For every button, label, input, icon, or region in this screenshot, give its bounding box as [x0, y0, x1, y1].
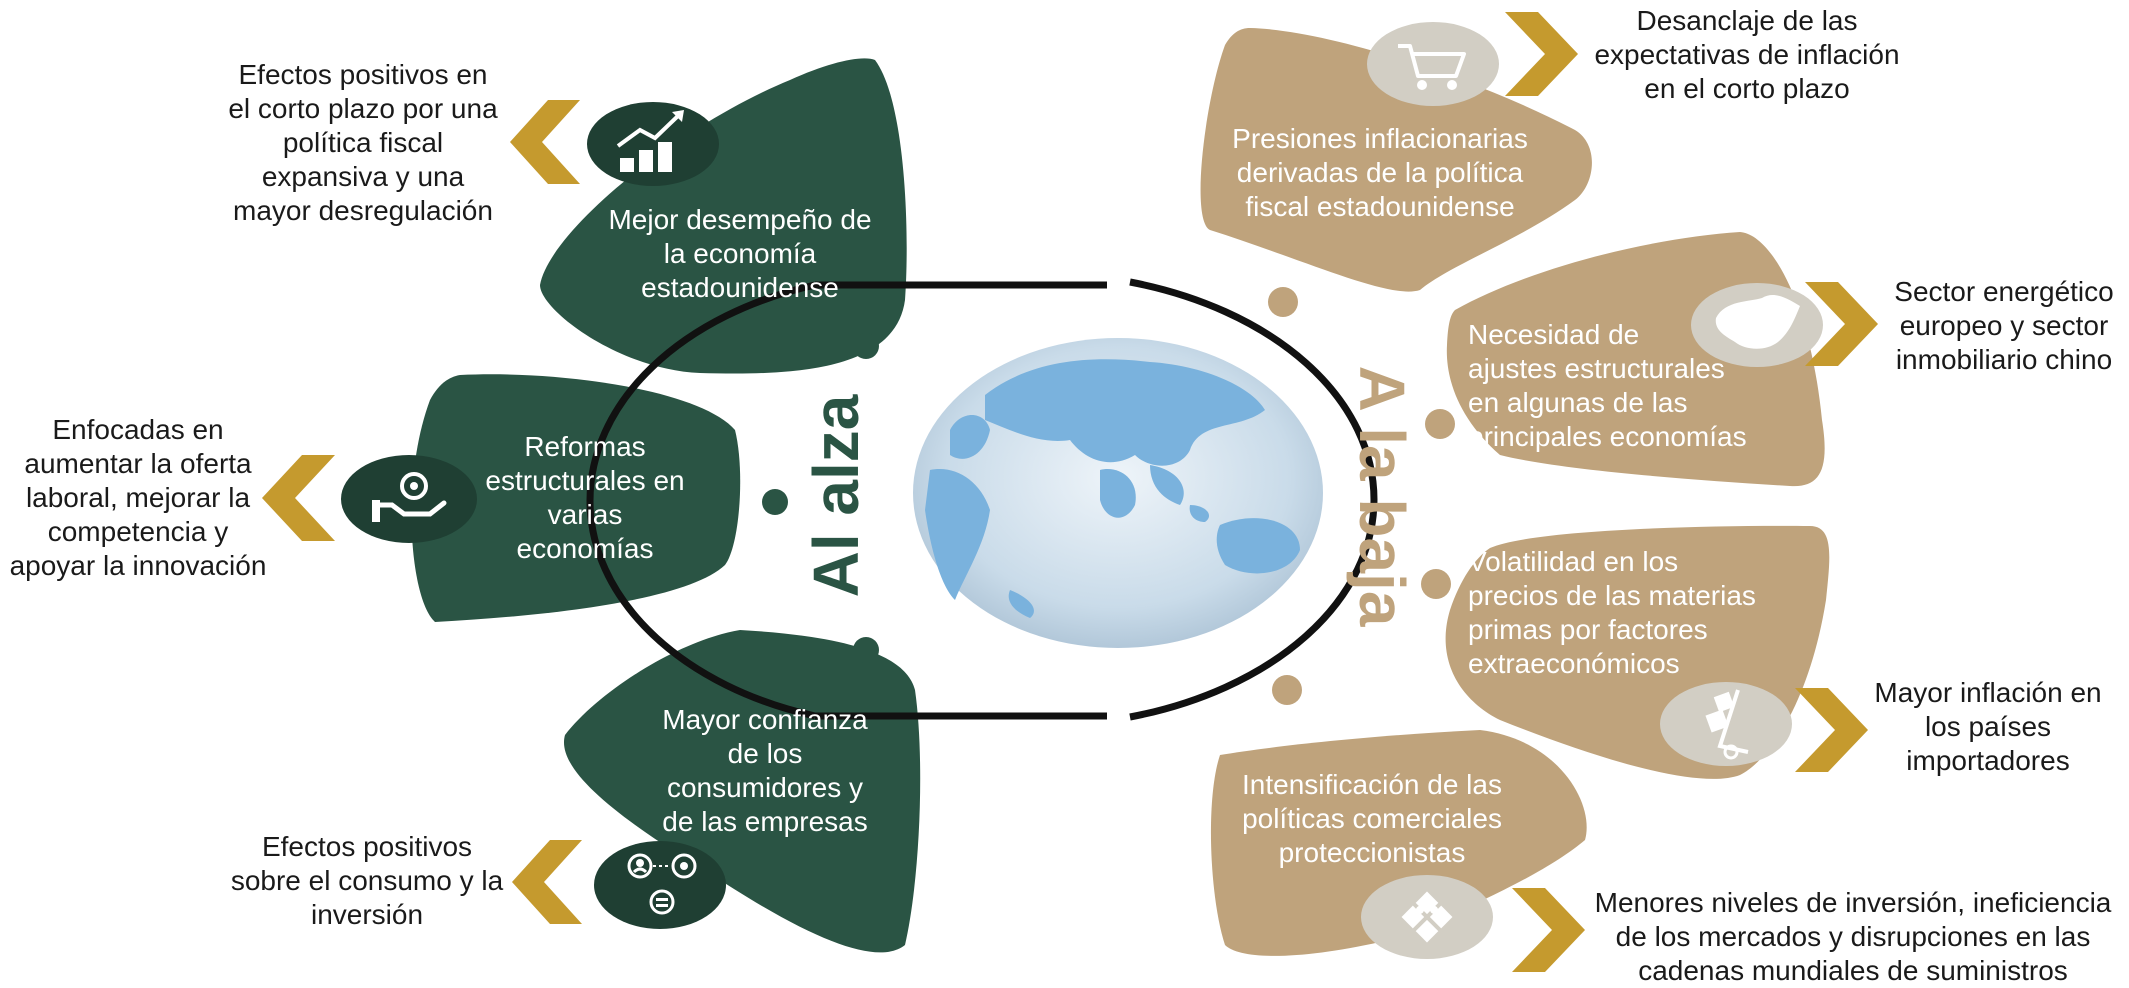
ring-dot	[1421, 569, 1451, 599]
ring-dots-right	[1268, 287, 1455, 705]
upside-driver-1: Mejor desempeño de la economía estadouni…	[608, 204, 872, 303]
ring-dot	[853, 333, 879, 359]
upside-label: Al alza	[800, 394, 872, 597]
ring-dot	[853, 637, 879, 663]
downside-petal-1	[1200, 28, 1592, 292]
downside-petal-4	[1210, 730, 1587, 956]
downside-driver-1: Presiones inflacionarias derivadas de la…	[1232, 123, 1528, 222]
puzzle-icon	[1361, 875, 1493, 959]
downside-driver-2: Necesidad de ajustes estructurales en al…	[1468, 319, 1747, 452]
downside-effect-1: Desanclaje de las expectativas de inflac…	[1594, 5, 1900, 104]
downside-effect-3: Mayor inflación en los países importador…	[1874, 677, 2102, 776]
china-map-icon	[1691, 283, 1823, 367]
ring-left-arc	[586, 281, 816, 720]
chevron-left-icon	[510, 100, 580, 184]
chevron-left-icon	[512, 840, 582, 924]
business-network-icon	[594, 841, 726, 929]
chevron-left-icon	[262, 455, 335, 541]
globe-land	[925, 359, 1300, 618]
upside-petal-2	[411, 374, 741, 622]
shopping-cart-icon	[1367, 22, 1499, 106]
upside-driver-3: Mayor confianza de los consumidores y de…	[662, 704, 868, 837]
upside-petal-1	[540, 58, 907, 374]
ring-dot	[1268, 287, 1298, 317]
upside-driver-2: Reformas estructurales en varias economí…	[485, 431, 685, 564]
downside-effect-4: Menores niveles de inversión, ineficienc…	[1594, 887, 2112, 986]
chevron-right-icon	[1805, 282, 1878, 366]
upside-effect-3: Efectos positivos sobre el consumo y la …	[230, 831, 504, 930]
chevrons	[262, 12, 1878, 972]
growth-chart-icon	[587, 102, 719, 186]
chevron-right-icon	[1795, 688, 1868, 772]
hand-truck-icon	[1660, 682, 1792, 766]
ring-dots-left	[762, 333, 879, 663]
ring-dot	[762, 489, 788, 515]
ring-dot	[1272, 675, 1302, 705]
upside-effect-2: Enfocadas en aumentar la oferta laboral,…	[9, 414, 267, 581]
downside-driver-4: Intensificación de las políticas comerci…	[1242, 769, 1502, 868]
chevron-right-icon	[1505, 12, 1578, 96]
ring-right-arc	[1129, 278, 1378, 721]
downside-driver-3: Volatilidad en los precios de las materi…	[1468, 546, 1756, 679]
downside-effect-2: Sector energético europeo y sector inmob…	[1894, 276, 2114, 375]
ring-dot	[1425, 409, 1455, 439]
upside-effect-1: Efectos positivos en el corto plazo por …	[228, 59, 498, 226]
downside-label: A la baja	[1346, 366, 1418, 627]
chevron-right-icon	[1512, 888, 1585, 972]
hand-coin-icon	[341, 455, 477, 543]
upside-petal-3	[563, 630, 921, 953]
globe	[913, 338, 1323, 648]
